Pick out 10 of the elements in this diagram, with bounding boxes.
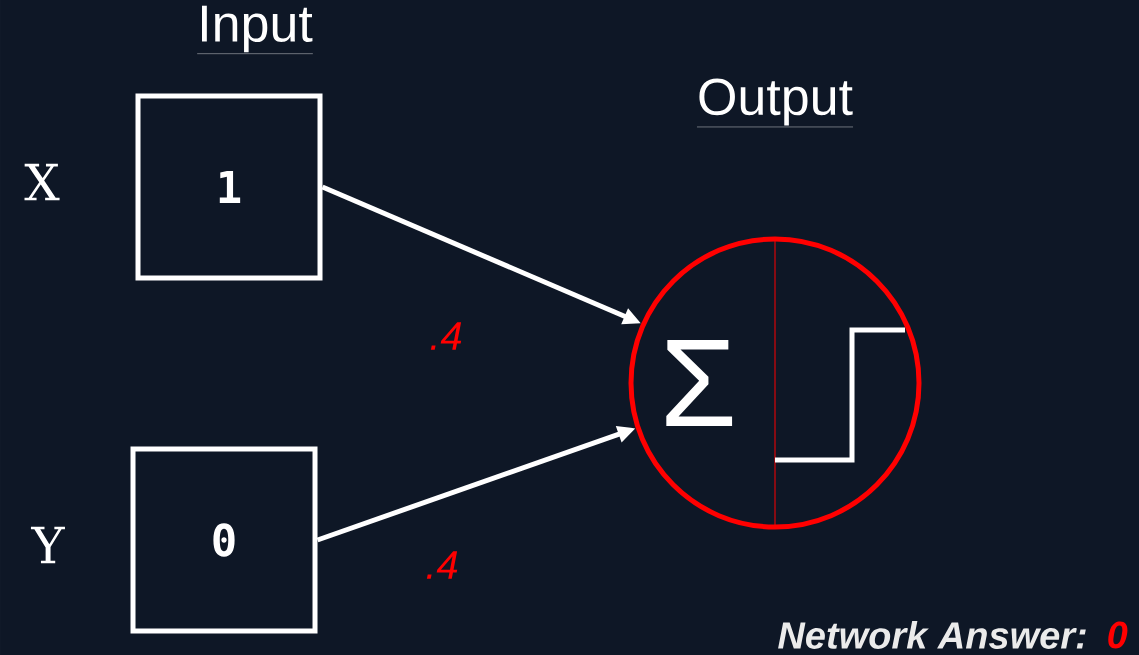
weight-label: .4 [426,551,458,579]
heading: Output [696,78,854,128]
variable-label: Y [30,526,65,564]
input-box: 0 [130,446,318,634]
weight-label: .4 [430,322,462,350]
input-box: 1 [135,93,323,281]
answer-label: Network Answer: [778,621,1086,649]
answer-value: 0 [1108,621,1128,649]
variable-label: X [24,163,60,201]
heading: Input [197,5,314,54]
